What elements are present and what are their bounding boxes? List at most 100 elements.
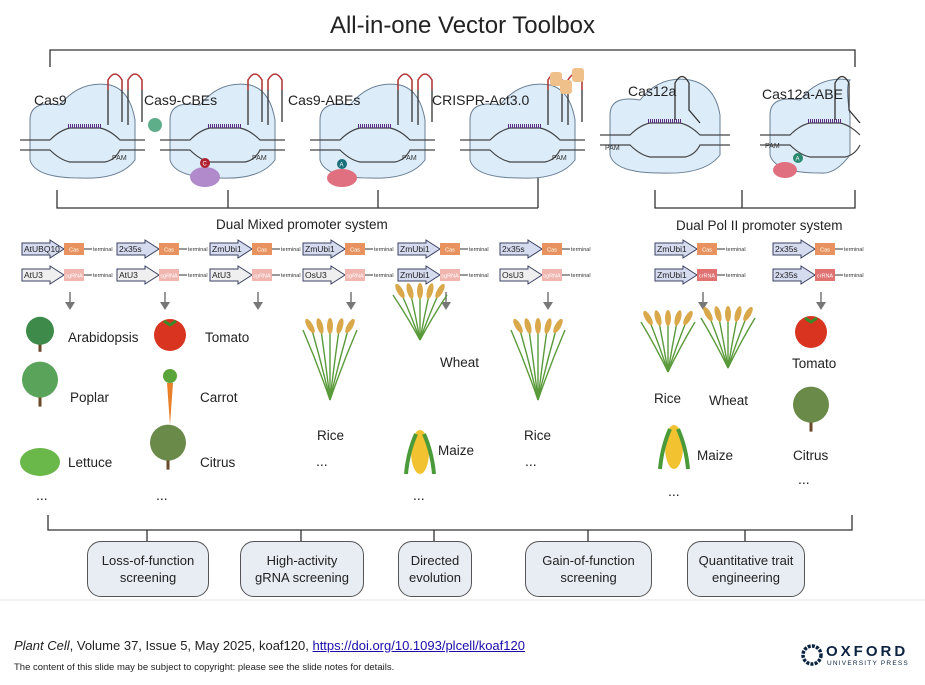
enzyme-complex: PAM <box>600 75 730 174</box>
gene-label: Cas <box>257 248 267 254</box>
crrna-hairpin <box>834 75 861 124</box>
gene-label: Cas <box>702 248 712 254</box>
journal-name: Plant Cell <box>14 638 70 653</box>
plant-label: Arabidopsis <box>68 330 139 345</box>
application-gain-of-function: Gain-of-function screening <box>525 541 652 597</box>
adenine-deaminase-icon <box>773 162 797 178</box>
ellipsis: ... <box>798 471 810 487</box>
cytosine-label: C <box>203 162 208 168</box>
activator-domain-icon <box>572 68 584 82</box>
terminator-label: terminal <box>374 247 394 253</box>
protein-blob <box>29 83 136 179</box>
gene-block <box>64 269 84 281</box>
activator-domain-icon <box>560 80 572 94</box>
gene-block <box>252 243 272 255</box>
terminator-label: terminal <box>571 247 591 253</box>
promoter-arrow <box>209 265 253 285</box>
gene-label: Cas <box>547 248 557 254</box>
tomato-icon <box>154 319 186 351</box>
promoter-arrow <box>302 265 346 285</box>
plant-label: Carrot <box>200 390 238 405</box>
promoter-arrow <box>654 265 698 285</box>
copyright-notice: The content of this slide may be subject… <box>14 662 395 673</box>
terminator-label: terminal <box>374 273 394 279</box>
pam-label: PAM <box>112 155 127 162</box>
down-arrow-icon <box>816 302 826 310</box>
gene-block <box>159 269 179 281</box>
citation-details: , Volume 37, Issue 5, May 2025, koaf120, <box>69 638 313 653</box>
plant-label: Citrus <box>200 455 236 470</box>
citrus-icon <box>793 386 829 432</box>
publisher-logo-sub: UNIVERSITY PRESS <box>827 660 909 667</box>
gene-block <box>697 243 717 255</box>
mixed-bracket <box>56 170 539 209</box>
enzyme-complex: PAM C <box>148 73 285 187</box>
terminator-label: terminal <box>281 273 301 279</box>
carrot-icon <box>167 383 173 425</box>
promoter-arrow <box>302 239 346 259</box>
gene-block <box>345 243 365 255</box>
rice-icon <box>640 310 696 373</box>
gene-block <box>542 243 562 255</box>
promoter-arrow <box>116 265 160 285</box>
promoter-arrow <box>21 265 65 285</box>
terminator-label: terminal <box>469 247 489 253</box>
maize-icon <box>404 430 436 475</box>
adenine-marker <box>337 159 347 169</box>
gene-block <box>440 269 460 281</box>
promoter-arrow <box>397 239 441 259</box>
deaminase-icon <box>148 118 162 132</box>
mixed-promoter-label: Dual Mixed promoter system <box>216 217 388 232</box>
promoter-arrow <box>499 239 543 259</box>
pam-label: PAM <box>765 143 780 150</box>
gene-block <box>542 269 562 281</box>
promoter-label: 2x35s <box>119 244 142 254</box>
protein-blob <box>769 78 852 174</box>
promoter-label: ZmUbi1 <box>305 244 335 254</box>
promoter-label: ZmUbi1 <box>400 270 430 280</box>
enzyme-complex: PAM <box>20 73 145 179</box>
promoter-arrow <box>772 265 816 285</box>
application-loss-of-function: Loss-of-function screening <box>87 541 209 597</box>
doi-link[interactable]: https://doi.org/10.1093/plcell/koaf120 <box>312 638 525 653</box>
gene-label: sgRNA <box>346 274 364 280</box>
rice-icon <box>510 318 566 401</box>
adenine-marker <box>793 153 803 163</box>
plant-label: Maize <box>438 443 475 458</box>
gene-label: crRNA <box>699 274 716 280</box>
top-bracket <box>49 49 856 67</box>
gene-block <box>159 243 179 255</box>
arabidopsis-icon <box>26 316 54 352</box>
plant-label: Rice <box>317 428 345 443</box>
pam-label: PAM <box>252 155 267 162</box>
promoter-arrow <box>21 239 65 259</box>
plant-label: Rice <box>524 428 552 443</box>
promoter-arrow <box>772 239 816 259</box>
lettuce-icon <box>20 448 60 476</box>
down-arrow-icon <box>253 302 263 310</box>
promoter-label: 2x35s <box>502 244 525 254</box>
promoter-label: ZmUbi1 <box>212 244 242 254</box>
promoter-arrow <box>499 265 543 285</box>
enzyme-label-cas9-abes: Cas9-ABEs <box>288 92 361 108</box>
plant-label: Tomato <box>205 330 250 345</box>
plant-label: Wheat <box>440 355 480 370</box>
terminator-label: terminal <box>93 273 113 279</box>
gene-label: sgRNA <box>160 274 178 280</box>
terminator-label: terminal <box>188 273 208 279</box>
citrus-icon <box>150 424 186 470</box>
carrot-leaves <box>163 369 177 383</box>
terminator-label: terminal <box>726 247 746 253</box>
enzyme-label-cas12a-abe: Cas12a-ABE <box>762 86 843 102</box>
sgrna-loop <box>397 73 433 90</box>
gene-block <box>697 269 717 281</box>
promoter-arrow <box>209 239 253 259</box>
applications-bracket <box>47 515 853 541</box>
plant-label: Maize <box>697 448 734 463</box>
brackets <box>47 49 856 541</box>
